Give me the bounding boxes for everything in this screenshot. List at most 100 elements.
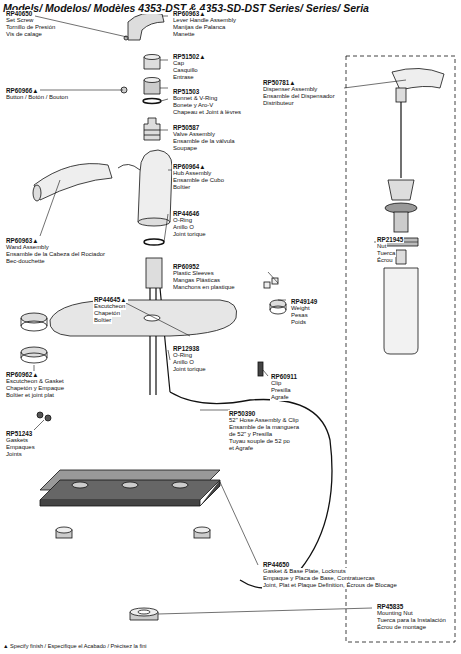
shank [146,258,162,288]
part-name: Escutcheon & Gasket [5,378,65,385]
part-name: Tuyau souple de 52 po [228,438,291,445]
part-number: RP60963▲ [172,10,207,17]
part-name: de 52" y Presilla [228,431,273,438]
part-number: RP49149 [290,298,318,305]
part-name: Vis de calage [5,31,43,38]
part-name: Hub Assembly [172,170,212,177]
part-name: Chapeau et Joint à lèvres [172,109,242,116]
part-name: Manette [172,31,196,38]
part-name: Plastic Sleeves [172,270,215,277]
part-name: Pesas [290,312,309,319]
caption: ▲ Specify finish / Especifique el Acabad… [3,643,147,649]
part-name: Presilla [270,387,292,394]
part-name: Chapetón [93,310,121,317]
part-number: RP21945 [376,236,404,243]
part-name: Entrase [172,74,195,81]
bottle [384,268,418,354]
part-number: RP44646 [172,210,200,217]
part-name: Boîtier [93,317,112,324]
part-name: Empaques [5,444,36,451]
dispenser-head [392,68,444,90]
part-name: Empaque y Placa de Base, Contratuercas [262,575,376,582]
part-name: Clip [270,380,282,387]
part-name: Tuerca para la Instalación [376,617,447,624]
part-name: Nut [376,243,387,250]
part-number: RP60966▲ [5,87,40,94]
part-name: Anillo O [172,359,195,366]
clip [258,362,263,376]
escutcheon-plate [50,300,237,336]
part-number: RP40650 [5,10,33,17]
dispenser-body [388,180,414,200]
part-name: Lever Handle Assembly [172,17,237,24]
part-name: Weight [290,305,311,312]
part-name: 52" Hose Assembly & Clip [228,417,300,424]
part-number: RP50781▲ [262,79,297,86]
part-name: Gaskets [5,437,29,444]
part-name: O-Ring [172,217,193,224]
part-name: Chapetón y Empaque [5,385,65,392]
part-name: Anillo O [172,224,195,231]
part-name: Tornillo de Presión [5,24,56,31]
part-name: Ensamble de la Cabeza del Rociador [5,251,106,258]
part-name: Bonnet & V-Ring [172,95,218,102]
part-name: Ensamble de la manguera [228,424,300,431]
part-name: Bec-douchette [5,258,46,265]
part-name: Poids [290,319,307,326]
part-number: RP45835 [376,603,404,610]
part-name: Dispenser Assembly [262,86,318,93]
escutcheon [21,313,47,323]
part-number: RP50390 [228,410,256,417]
part-name: O-Ring [172,352,193,359]
part-name: Joint torique [172,231,207,238]
part-number: RP60911 [270,373,298,380]
part-name: Manijas de Palanca [172,24,226,31]
part-name: Ensamble del Dispensador [262,93,336,100]
part-number: RP51243 [5,430,33,437]
part-name: Mangas Plásticas [172,277,221,284]
part-name: Joints [5,451,23,458]
part-name: Distributeur [262,100,295,107]
lever-handle [128,13,164,40]
part-name: Joint torique [172,366,207,373]
part-name: Manchons en plastique [172,284,236,291]
part-name: Ensamble de la válvula [172,138,236,145]
part-number: RP60962▲ [5,371,40,378]
gasket [37,412,43,418]
part-name: Escutcheon [93,303,126,310]
part-name: Boîtier et joint plat [5,392,55,399]
o-ring [144,239,164,245]
part-number: RP60963▲ [5,237,40,244]
part-name: Gasket & Base Plate, Locknuts [262,568,347,575]
part-name: Casquillo [172,67,199,74]
hub [138,150,172,222]
part-name: Cap [172,60,185,67]
part-number: RP44645▲ [93,296,128,303]
part-name: Écrou [376,257,394,264]
part-name: Tuerca [376,250,396,257]
v-ring [143,99,161,104]
plastic-sleeve [264,282,270,288]
part-name: Wand Assembly [5,244,50,251]
part-name: et Agrafe [228,445,254,452]
part-name: Bonete y Aro-V [172,102,214,109]
part-name: Écrou de montage [376,624,427,631]
part-name: Button / Botón / Bouton [5,94,69,101]
valve [144,118,160,140]
base-plate [40,480,220,500]
part-number: RP44650 [262,561,290,568]
part-number: RP50587 [172,124,200,131]
part-number: RP12938 [172,345,200,352]
part-name: Set Screw [5,17,34,24]
leader-lines [34,16,418,614]
part-name: Joint, Plat et Plaque Definition, Écrous… [262,582,398,589]
part-name: Boîtier [172,184,191,191]
part-number: RP60952 [172,263,200,270]
part-name: Mounting Nut [376,610,414,617]
part-number: RP51503 [172,88,200,95]
part-name: Ensamble de Cubo [172,177,225,184]
part-name: Valve Assembly [172,131,216,138]
part-name: Agrafe [270,394,290,401]
